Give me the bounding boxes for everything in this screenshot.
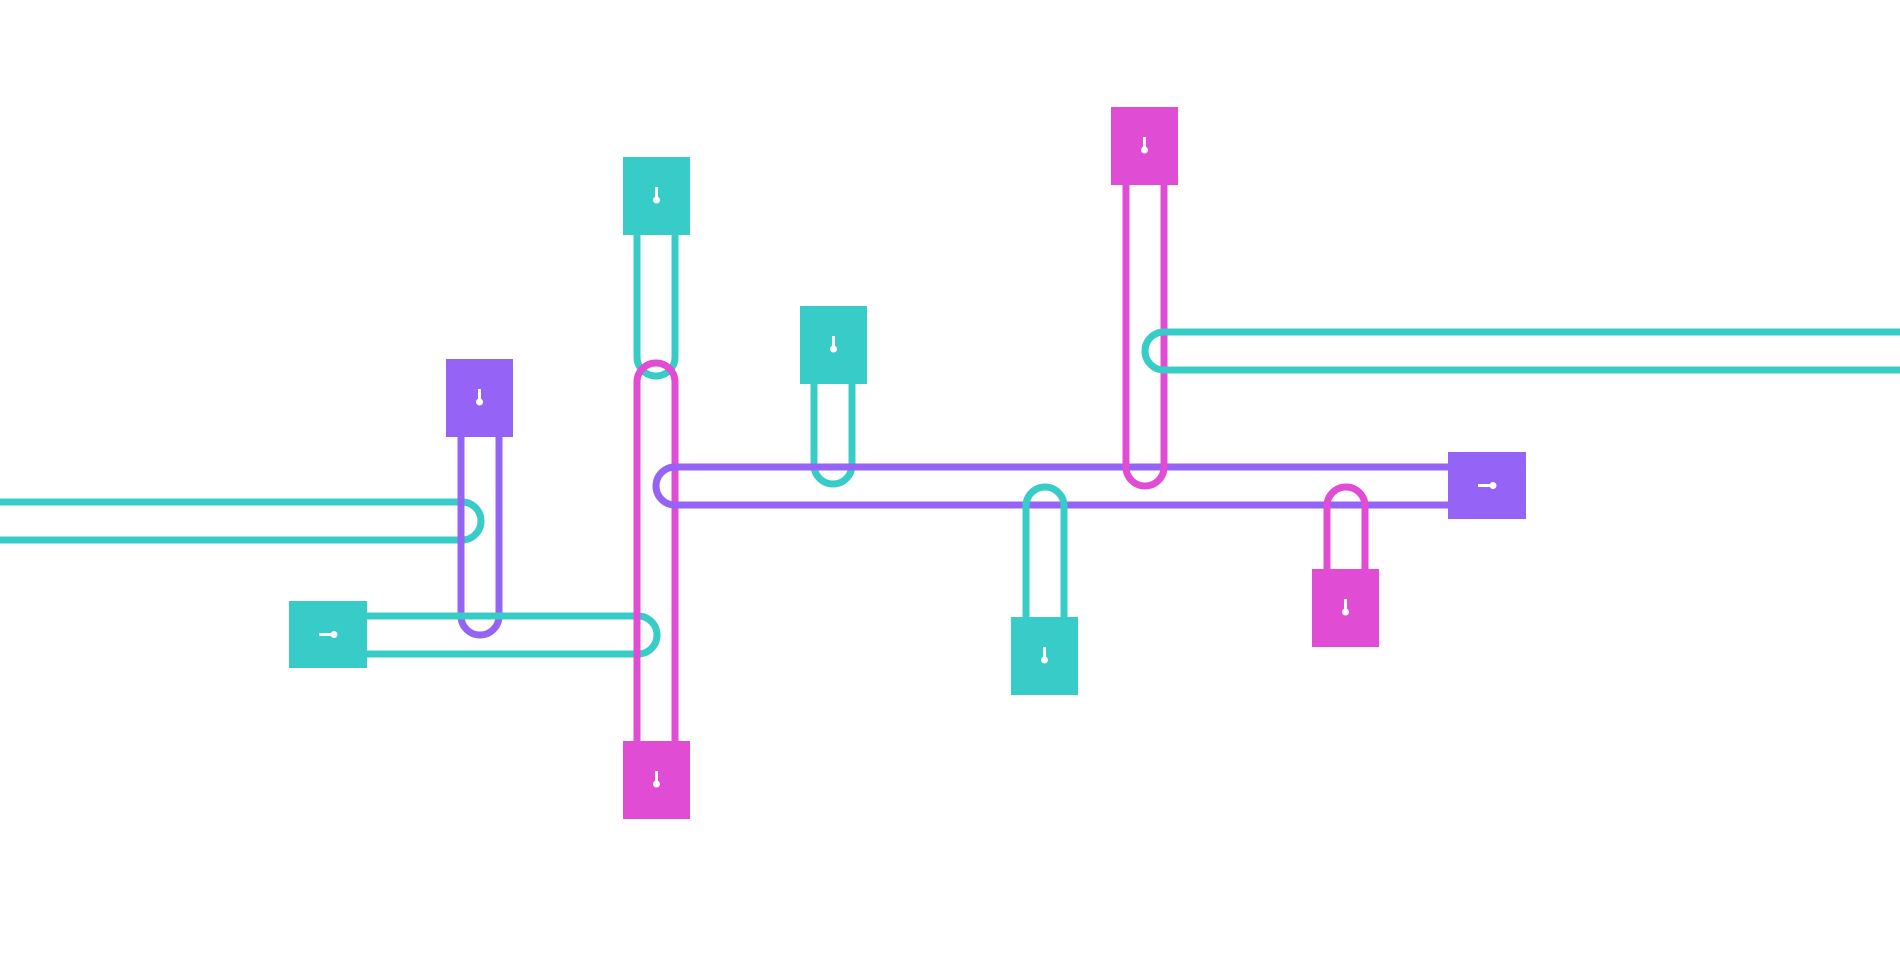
keyhole-icon [653,187,660,204]
shackle-magenta-bottom [633,359,679,746]
shackle-teal-top [633,230,679,380]
padlock-teal-top [623,157,690,235]
shackle-purple-left [457,432,503,639]
padlock-magenta-right [1312,569,1379,647]
keyhole-icon [476,389,483,406]
padlock-purple-left [446,359,513,437]
padlock-teal-bottom [1011,617,1078,695]
shackle-magenta-top [1122,180,1168,490]
shackle-magenta-right [1323,483,1369,573]
keyhole-icon [1141,137,1148,154]
padlock-purple-right [1448,452,1526,519]
shackle-teal-bottom [1022,483,1068,622]
shackle-teal-left [362,612,661,658]
padlock-teal-left [289,601,367,668]
keyhole-icon [1342,599,1349,616]
padlock-magenta-top [1111,107,1178,185]
padlock-teal-mid [800,306,867,384]
keyhole-icon [1478,482,1497,489]
keyhole-icon [830,336,837,353]
shackle-teal-right-edge [1141,328,1900,374]
keyhole-icon [1041,647,1048,664]
keyhole-icon [319,631,338,638]
shackle-teal-left-edge [0,498,485,544]
keyhole-icon [653,771,660,788]
shackle-purple-right [652,463,1453,509]
padlock-magenta-bottom [623,741,690,819]
